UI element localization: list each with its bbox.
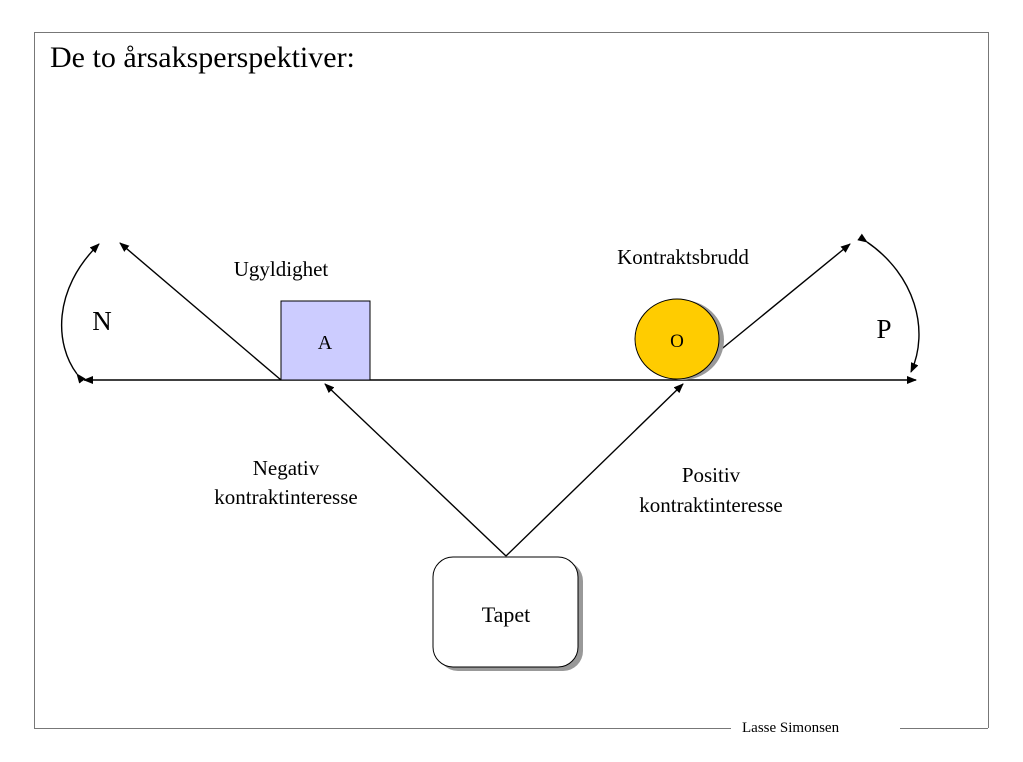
- right-diagonal-arrow: [712, 243, 851, 357]
- breach-label: Kontraktsbrudd: [617, 245, 749, 269]
- left-rotation-arrow: [61, 243, 100, 384]
- box-a: [280, 300, 371, 381]
- slide-frame-right: [988, 32, 989, 728]
- slide-frame-bottom-right: [900, 728, 988, 729]
- rotation-right-label: P: [876, 314, 891, 344]
- box-a-label: A: [318, 332, 333, 354]
- slide-frame-top: [34, 32, 988, 33]
- rotation-left-label: N: [92, 306, 112, 336]
- positive-interest-line1: Positiv: [682, 463, 741, 487]
- circle-o-label: O: [670, 331, 684, 352]
- negative-interest-line1: Negativ: [253, 456, 320, 480]
- loss-box-label: Tapet: [482, 602, 531, 627]
- left-diagonal-arrow: [119, 242, 282, 381]
- slide-frame-bottom-left: [34, 728, 731, 729]
- negative-interest-line2: kontraktinteresse: [214, 485, 357, 509]
- slide-title: De to årsaksperspektiver:: [50, 41, 355, 74]
- loss-box: [432, 556, 579, 668]
- invalidity-label: Ugyldighet: [234, 257, 329, 281]
- right-rotation-arrow: [857, 233, 920, 373]
- positive-interest-arrow: [505, 383, 684, 557]
- positive-interest-line2: kontraktinteresse: [639, 493, 782, 517]
- author-footer: Lasse Simonsen: [742, 720, 840, 736]
- circle-o: [634, 298, 720, 380]
- slide-frame-left: [34, 32, 35, 728]
- negative-interest-arrow: [324, 383, 507, 557]
